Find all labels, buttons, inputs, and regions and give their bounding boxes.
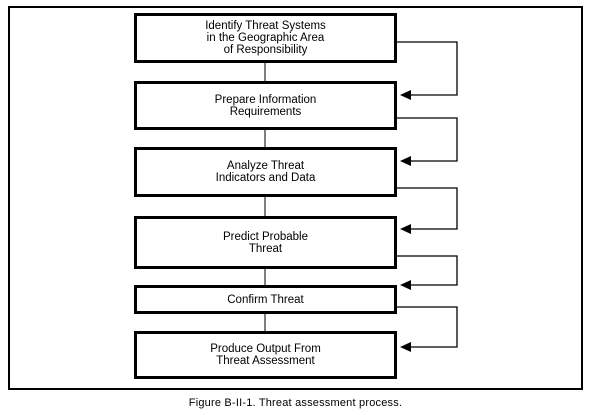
step-predict-probable-threat: Predict Probable Threat: [134, 216, 397, 269]
feedback-loop-4: [397, 255, 458, 286]
step-confirm-threat: Confirm Threat: [134, 285, 397, 314]
arrowhead-4: [400, 280, 411, 290]
feedback-loop-5: [397, 306, 458, 348]
feedback-loop-2: [397, 117, 458, 162]
step-produce-output: Produce Output From Threat Assessment: [134, 331, 397, 379]
figure-caption: Figure B-II-1. Threat assessment process…: [188, 397, 403, 409]
feedback-loop-3: [397, 187, 458, 230]
step-prepare-information-requirements: Prepare Information Requirements: [134, 81, 397, 130]
arrowhead-1: [400, 90, 411, 100]
figure-frame: [8, 6, 583, 390]
step-identify-threat-systems: Identify Threat Systems in the Geographi…: [134, 13, 397, 63]
feedback-loop-1: [397, 41, 458, 96]
arrowhead-3: [400, 224, 411, 234]
arrowhead-5: [400, 342, 411, 352]
step-analyze-threat-indicators: Analyze Threat Indicators and Data: [134, 147, 397, 197]
arrowhead-2: [400, 156, 411, 166]
